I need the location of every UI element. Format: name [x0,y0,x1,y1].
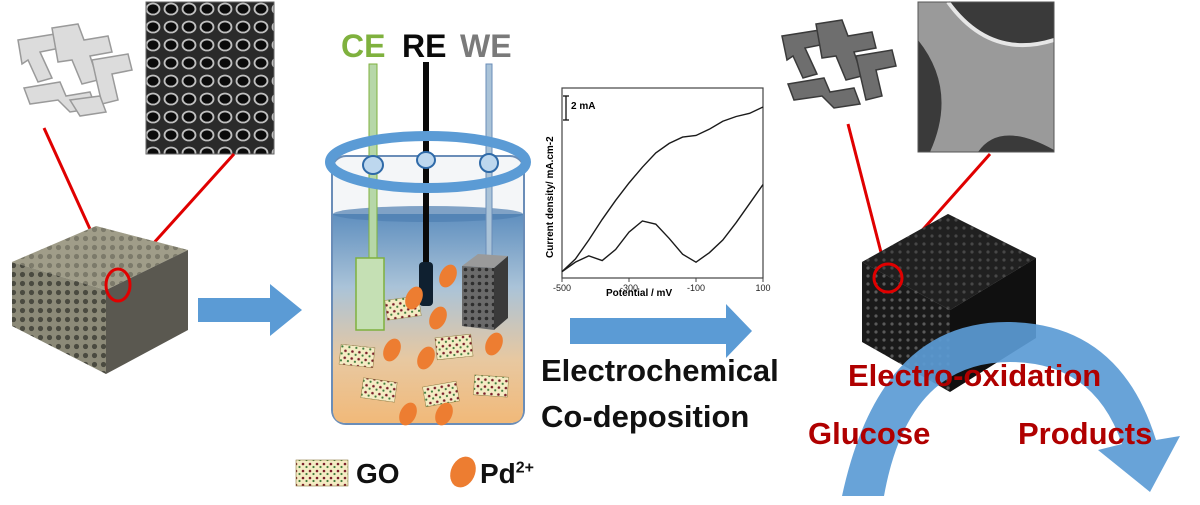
ce-label: CE [341,28,386,64]
arrow-right-2 [570,304,752,358]
product-label: Products [1018,416,1153,451]
sem-image-bare-foam [145,1,275,155]
oxidation-title: Electro-oxidation [848,358,1102,393]
reaction-arc-arrow [842,321,1180,496]
x-tick-label: -100 [687,283,705,293]
cv-branch-anodic [561,106,764,273]
legend-go-icon [295,459,349,487]
x-tick-label: -500 [553,283,571,293]
go-flakes [338,295,509,408]
legend-go-label: GO [356,458,400,489]
arrow-right-1 [198,284,302,336]
legend-pd-text: Pd [480,458,516,489]
zoom-line-right-a [846,123,886,265]
zoom-circle-left [104,267,132,303]
ce-electrode-plate [355,257,385,331]
x-tick-label: -300 [620,283,638,293]
legend-pd-label: Pd2+ [480,460,534,488]
x-axis-label: Potential / mV [606,288,673,299]
we-foam-electrode [462,254,508,330]
electrochemical-cell [325,62,531,426]
x-tick-label: 100 [755,283,770,293]
pd-ions [383,264,503,426]
legend-pd-charge: 2+ [515,459,535,477]
we-label: WE [460,28,512,64]
step-line-2: Co-deposition [541,399,750,434]
electrode-holder-ring [325,131,531,193]
zoom-circle-right [872,262,904,294]
legend-pd-icon [450,456,476,488]
cv-branch-cathodic [561,184,764,273]
coated-lattice-model-icon [781,19,897,109]
step-line-1: Electrochemical [541,353,779,388]
reactant-label: Glucose [808,416,931,451]
re-label: RE [402,28,447,64]
lattice-model-icon [17,23,133,117]
scale-bar-label: 2 mA [571,101,596,112]
y-axis-label: Current density/ mA.cm-2 [545,136,556,258]
cv-chart: -500 -300 -100 100 [553,87,771,293]
sem-image-coated-foam [917,0,1055,153]
metal-foam-block [12,226,188,374]
